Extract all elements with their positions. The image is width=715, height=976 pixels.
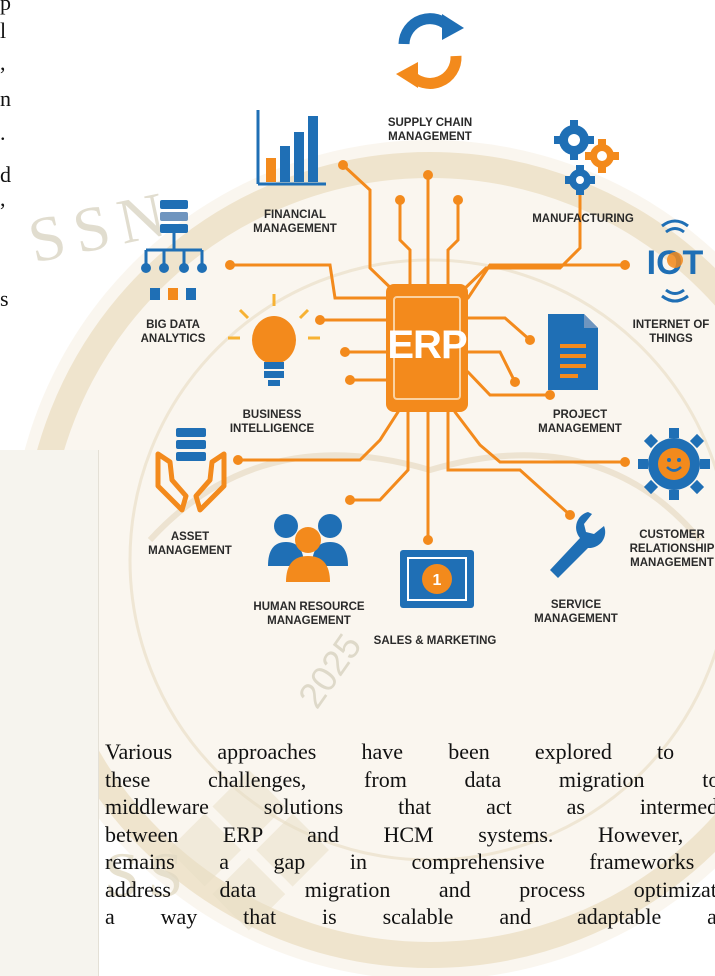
lightbulb-icon [228,294,320,386]
iot-icon: IOT [647,219,704,303]
banknote-icon: 1 [400,550,474,608]
left-text-fragment: p [0,0,11,15]
watermark-letters-side: SS [104,839,192,910]
left-text-fragment: n [0,86,11,111]
erp-core-chip [386,284,468,412]
body-paragraph: Various approaches have been explored to… [105,738,715,931]
paragraph-line: Various approaches have been explored to… [105,739,715,764]
cycle-arrows-icon [396,13,464,89]
erp-core-inner-border [393,296,461,400]
bar-chart-icon [256,110,326,186]
paragraph-line: these challenges, from data migration to… [105,766,715,792]
svg-text:❖: ❖ [150,734,347,976]
paragraph-line: a way that is scalable and adaptable acr… [105,904,715,929]
people-group-icon [268,514,348,582]
sales-label: SALES & MARKETING [373,635,497,647]
customer-gear-icon [638,428,710,500]
paragraph-line: address data migration and process optim… [105,876,715,902]
hands-coins-icon [155,428,227,513]
left-text-fragment: d [0,162,11,187]
page-margin-block [0,450,99,976]
erp-core-label: ERP [387,323,467,367]
manufacturing-label: MANUFACTURING [532,213,634,225]
paragraph-line: middleware solutions that act as interme… [105,794,715,819]
banknote-glyph: 1 [433,572,442,589]
left-text-fragment: , [0,50,6,75]
database-tree-icon [141,200,207,300]
gears-icon [554,120,619,195]
paragraph-line: remains a gap in comprehensive framework… [105,849,715,874]
wrench-icon [550,512,606,578]
left-text-fragment: s [0,286,9,311]
left-text-fragment: . [0,120,6,145]
left-text-fragment: , [0,186,6,211]
paragraph-line: between ERP and HCM systems. However, th [105,821,715,847]
document-icon [548,314,598,390]
left-text-fragment: l [0,18,7,43]
